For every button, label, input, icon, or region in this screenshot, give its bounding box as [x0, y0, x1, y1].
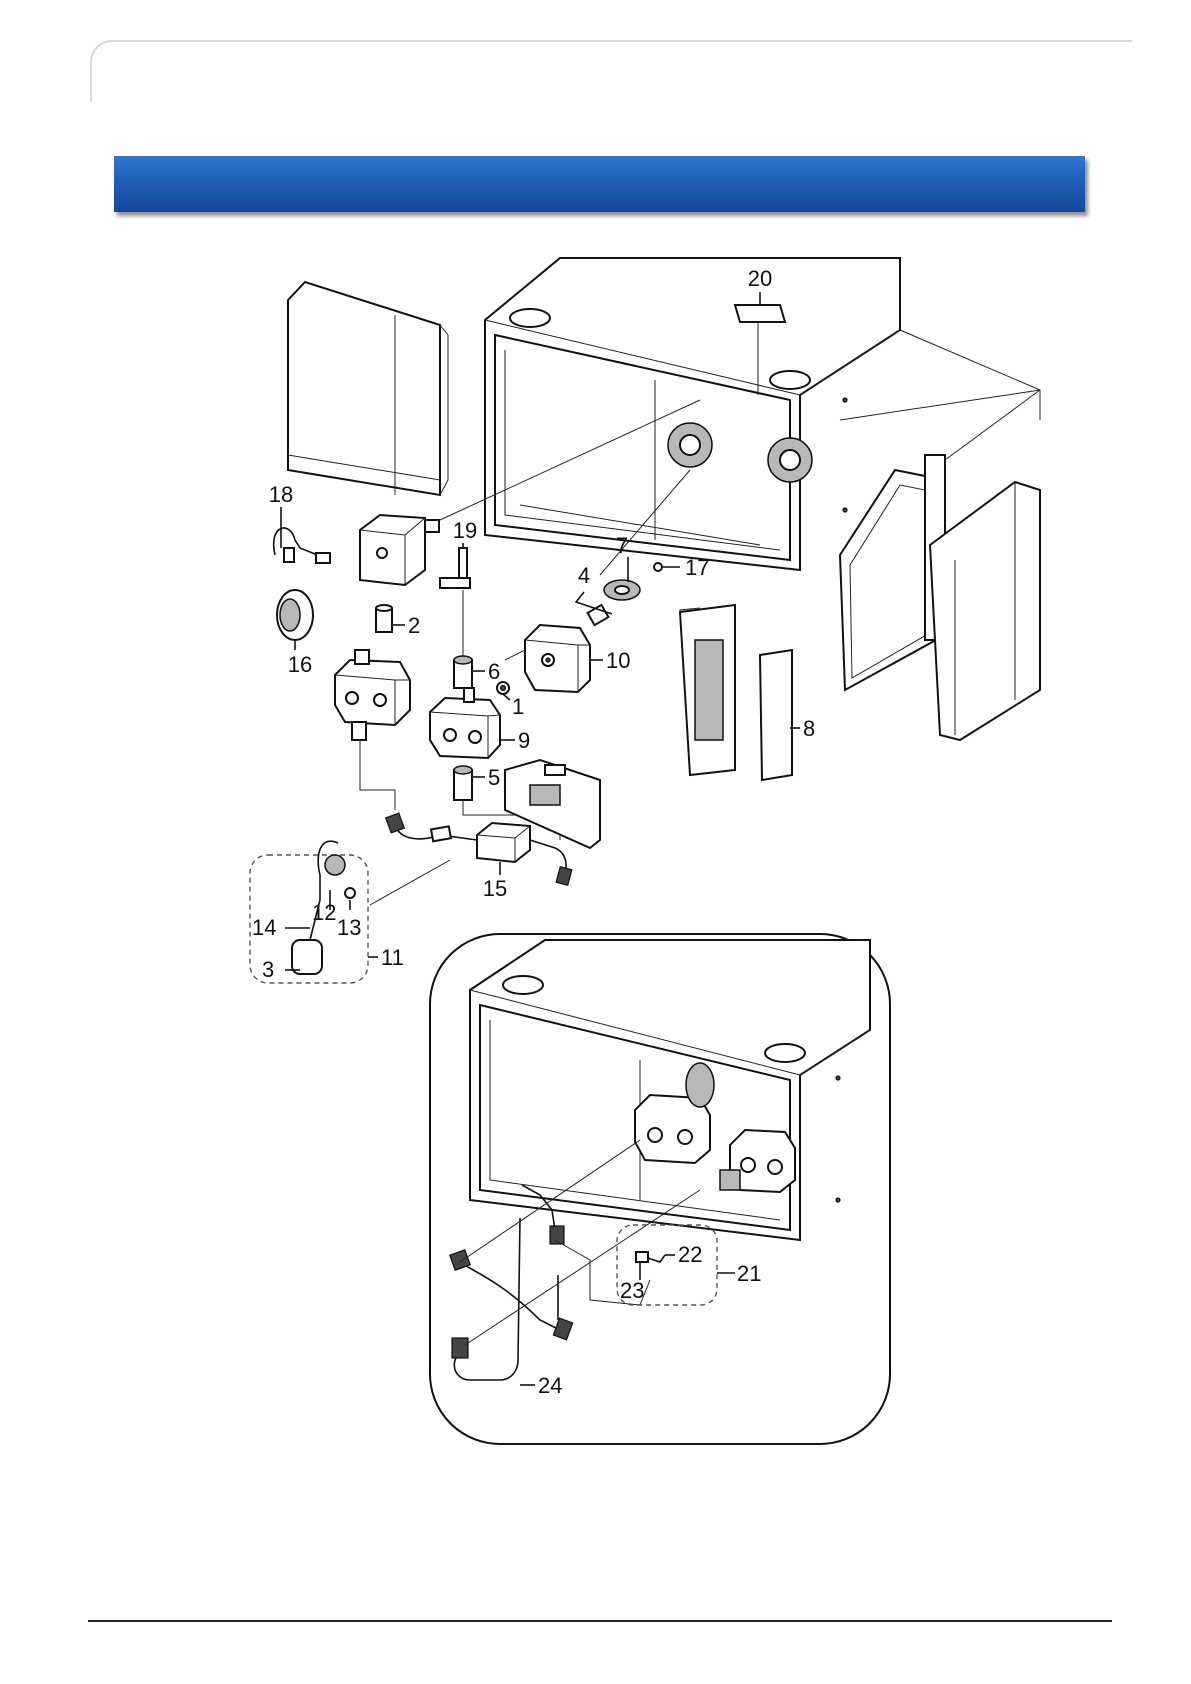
part-10 — [505, 625, 590, 692]
part-18 — [274, 528, 330, 563]
part-6 — [454, 656, 472, 688]
part-2 — [376, 605, 392, 632]
callout-16: 16 — [288, 652, 312, 677]
callout-6: 6 — [488, 659, 500, 684]
part-group-11 — [250, 841, 450, 983]
callout-2: 2 — [408, 613, 420, 638]
callout-7: 7 — [616, 533, 628, 558]
callout-1: 1 — [512, 694, 524, 719]
part-15 — [477, 823, 530, 862]
callout-8: 8 — [803, 716, 815, 741]
callout-12: 12 — [312, 900, 336, 925]
right-cover — [930, 482, 1040, 740]
callout-19: 19 — [453, 518, 477, 543]
callout-13: 13 — [337, 915, 361, 940]
callout-23: 23 — [620, 1278, 644, 1303]
callout-3: 3 — [262, 957, 274, 982]
callout-22: 22 — [678, 1242, 702, 1267]
callout-21: 21 — [737, 1261, 761, 1286]
callout-11: 11 — [381, 945, 404, 970]
callout-4: 4 — [578, 563, 590, 588]
callout-20: 20 — [748, 266, 772, 291]
front-cover — [288, 282, 448, 495]
footer-rule — [88, 1620, 1112, 1622]
callout-10: 10 — [606, 648, 630, 673]
part-16 — [277, 590, 313, 640]
callout-15: 15 — [483, 876, 507, 901]
callout-5: 5 — [488, 765, 500, 790]
callout-14: 14 — [252, 915, 276, 940]
part-19 — [440, 548, 470, 660]
part-7 — [604, 580, 640, 600]
part-17 — [654, 563, 662, 571]
part-9 — [430, 688, 500, 758]
callout-18: 18 — [269, 482, 293, 507]
detail-inset — [430, 934, 890, 1444]
callout-24: 24 — [538, 1373, 562, 1398]
part-8-filter — [680, 605, 792, 780]
part-4 — [576, 592, 612, 625]
callout-17: 17 — [685, 555, 709, 580]
valve-block-left — [335, 650, 410, 810]
callout-9: 9 — [518, 728, 530, 753]
